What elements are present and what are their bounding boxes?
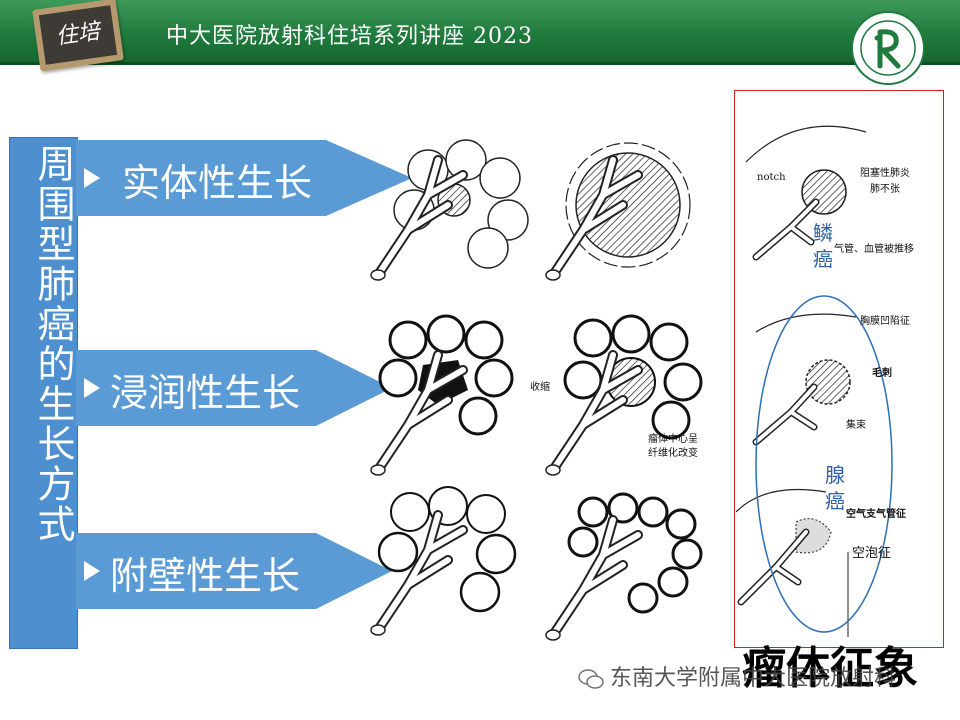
label-adeno: 腺癌: [825, 463, 845, 513]
tumor-signs-panel: [734, 90, 944, 648]
label-pleural: 胸膜凹陷征: [860, 316, 910, 327]
header-divider: [0, 62, 960, 65]
label-squamous: 鳞癌: [813, 221, 833, 271]
alveoli-solid-early: [371, 139, 529, 280]
alveoli-infiltrative-early: [371, 314, 514, 475]
page-title: 中大医院放射科住培系列讲座 2023: [166, 24, 533, 49]
label-bundle: 集束: [846, 420, 866, 431]
hospital-logo-icon: [851, 11, 925, 85]
growth-arrow-solid: 实体性生长: [76, 140, 416, 216]
watermark: 东南大学附属中大医院放射科: [578, 660, 896, 692]
label-vessel-push: 气管、血管被推移: [834, 244, 914, 255]
label-shrink: 收缩: [530, 382, 550, 393]
label-spicule: 毛刺: [872, 368, 892, 379]
growth-arrow-lepidic: 附壁性生长: [76, 533, 396, 609]
course-badge: 住培: [32, 0, 124, 72]
growth-label-infiltrative: 浸润性生长: [110, 371, 301, 415]
label-obstructive-line1: 阻塞性肺炎: [860, 168, 910, 179]
alveoli-lepidic-early: [371, 486, 517, 635]
label-center-line2: 纤维化改变: [648, 448, 698, 459]
sidebar-vertical-title-text: 周围型肺癌的生长方式: [31, 144, 75, 544]
wechat-icon: [578, 669, 604, 689]
label-vacuole: 空泡征: [852, 546, 892, 561]
header-bar: [0, 0, 960, 64]
alveoli-lepidic-late: [546, 492, 703, 640]
label-notch: notch: [757, 172, 786, 183]
tumor-signs-title: 瘤体征象: [742, 643, 918, 694]
growth-illustrations: [368, 139, 703, 650]
alveoli-solid-late: [546, 142, 691, 280]
growth-label-solid: 实体性生长: [122, 161, 313, 205]
label-air-bronchogram: 空气支气管征: [846, 509, 906, 520]
growth-arrow-infiltrative: 浸润性生长: [76, 350, 396, 426]
alveoli-infiltrative-late: [546, 314, 703, 475]
watermark-text: 东南大学附属中大医院放射科: [610, 666, 897, 691]
badge-text: 住培: [38, 5, 118, 65]
label-obstructive-line2: 肺不张: [870, 184, 900, 195]
label-center-line1: 瘤体中心呈: [648, 434, 698, 445]
sidebar-vertical-title: 周围型肺癌的生长方式: [10, 144, 77, 644]
growth-label-lepidic: 附壁性生长: [110, 554, 301, 598]
tumor-signs-illustrations: [736, 125, 893, 637]
sidebar-title-box: 周围型肺癌的生长方式: [9, 137, 78, 649]
